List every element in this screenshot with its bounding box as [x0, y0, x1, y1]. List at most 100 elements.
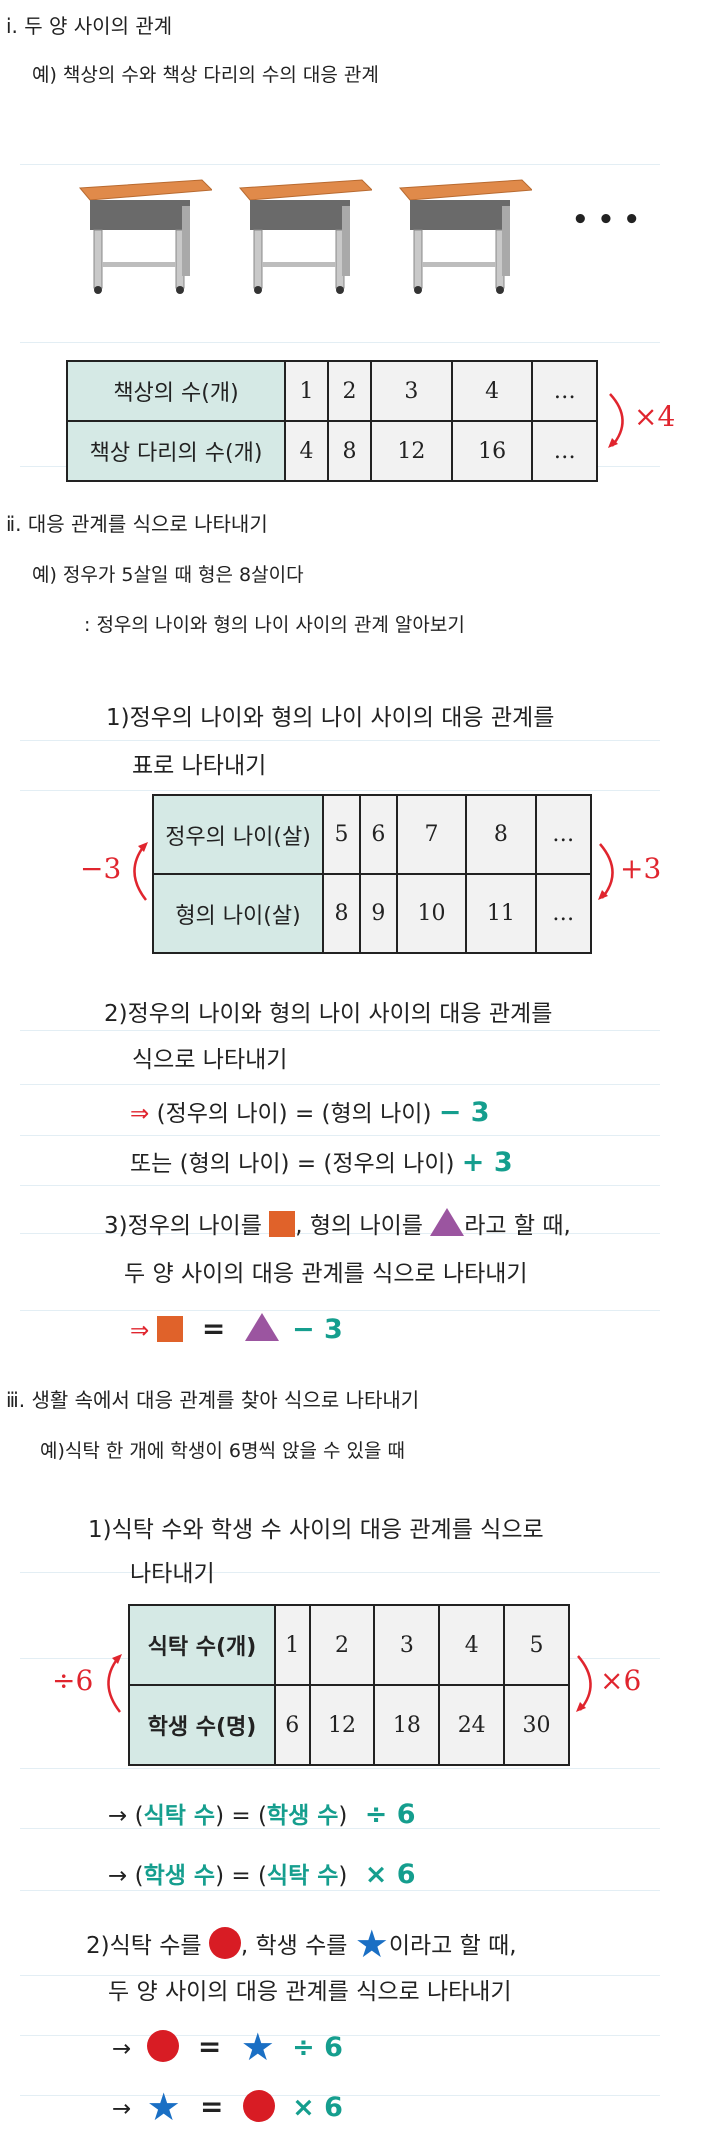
equation-1: ⇒ (정우의 나이) = (형의 나이) − 3 [130, 1094, 490, 1128]
term: 학생 수 [143, 1863, 216, 1889]
section-2-title: ⅱ. 대응 관계를 식으로 나타내기 [6, 512, 268, 536]
table-cell: 1 [283, 360, 330, 422]
age-table: 정우의 나이(살) 5 6 7 8 … 형의 나이(살) 8 9 10 11 … [152, 794, 592, 954]
section-3-title: ⅲ. 생활 속에서 대응 관계를 찾아 식으로 나타내기 [6, 1388, 420, 1412]
table-cell: 4 [438, 1604, 506, 1686]
table-cell: 11 [465, 873, 537, 954]
arrow-symbol: → [108, 1803, 128, 1829]
section-1-example: 예) 책상의 수와 책상 다리의 수의 대응 관계 [32, 64, 379, 86]
ruled-line [20, 1975, 660, 1976]
implies-arrow: ⇒ [130, 1101, 150, 1127]
ruled-line [20, 2035, 660, 2036]
implies-arrow: ⇒ [130, 1318, 150, 1344]
table-row-header: 책상 다리의 수(개) [66, 420, 286, 482]
term: 학생 수 [266, 1803, 339, 1829]
ruled-line [20, 1185, 660, 1186]
table-cell: 8 [327, 420, 373, 482]
arrow-symbol: → [112, 2096, 132, 2122]
table-cell: 3 [370, 360, 453, 422]
purple-triangle-icon [244, 1313, 279, 1341]
paren: ) [338, 1803, 348, 1829]
section-2-subtitle: : 정우의 나이와 형의 나이 사이의 관계 알아보기 [84, 614, 465, 636]
table-cell: 3 [373, 1604, 441, 1686]
ruled-line [20, 740, 660, 741]
equals-sign: = [201, 1312, 226, 1345]
step-1-line-2: 나타내기 [130, 1561, 215, 1587]
equation-operator: × 6 [364, 1859, 416, 1890]
table-cell: 6 [274, 1684, 311, 1766]
table-row-header: 학생 수(명) [128, 1684, 276, 1766]
step-1-line-1: 1)정우의 나이와 형의 나이 사이의 대응 관계를 [106, 705, 555, 731]
plus-label: +3 [620, 852, 662, 885]
term: 식탁 수 [266, 1863, 339, 1889]
table-cell: 4 [450, 360, 534, 422]
table-cell: 8 [465, 794, 537, 875]
paren: ) = ( [215, 1863, 267, 1889]
table-cell: 24 [438, 1684, 506, 1766]
red-circle-icon [208, 1927, 241, 1959]
equation-operator: − 3 [292, 1314, 343, 1345]
table-cell: 12 [370, 420, 453, 482]
table-cell: … [531, 420, 598, 482]
table-row-header: 정우의 나이(살) [152, 794, 324, 875]
table-cell: 5 [503, 1604, 570, 1686]
ruled-line [20, 1233, 660, 1234]
equation-operator: − 3 [438, 1097, 490, 1128]
step-2-text: 2)식탁 수를 [86, 1933, 202, 1959]
step-2-text: , 학생 수를 [240, 1933, 348, 1959]
paren: ( [134, 1863, 144, 1889]
table-cell: … [534, 794, 592, 875]
ruled-line [20, 790, 660, 791]
table-row-header: 책상의 수(개) [66, 360, 286, 422]
ruled-line [20, 164, 660, 165]
step-3-text: 3)정우의 나이를 [104, 1213, 262, 1239]
purple-triangle-icon [430, 1208, 465, 1236]
desk-legs-table: 책상의 수(개) 1 2 3 4 … 책상 다리의 수(개) 4 8 12 16… [66, 360, 598, 482]
equation-a: → (식탁 수) = (학생 수) ÷ 6 [108, 1796, 416, 1830]
table-cell: 7 [395, 794, 468, 875]
equation-2: 또는 (형의 나이) = (정우의 나이) + 3 [130, 1144, 513, 1178]
equation-d: → ★ = × 6 [112, 2088, 343, 2126]
step-1-line-2: 표로 나타내기 [132, 753, 267, 779]
table-student-table: 식탁 수(개) 1 2 3 4 5 학생 수(명) 6 12 18 24 30 [128, 1604, 570, 1766]
minus-label: −3 [80, 852, 122, 885]
equals-sign: = [197, 2030, 222, 2063]
paren: ) = ( [215, 1803, 267, 1829]
table-cell: 1 [274, 1604, 311, 1686]
red-circle-icon [242, 2090, 275, 2122]
section-2-example: 예) 정우가 5살일 때 형은 8살이다 [32, 564, 304, 586]
table-cell: 8 [322, 873, 361, 954]
equation-c: → = ★ ÷ 6 [112, 2025, 343, 2069]
equation-b: → (학생 수) = (식탁 수) × 6 [108, 1856, 416, 1890]
ellipsis-dots: • • • [572, 205, 640, 235]
multiplier-label: ×6 [600, 1664, 642, 1697]
ruled-line [20, 1572, 660, 1573]
equals-sign: = [199, 2090, 224, 2123]
equation-operator: × 6 [292, 2092, 343, 2123]
ruled-line [20, 1768, 660, 1769]
orange-square-icon [156, 1316, 183, 1342]
curved-arrow-right-icon [598, 843, 614, 900]
equation-text: (정우의 나이) = (형의 나이) [156, 1101, 432, 1127]
section-3-example: 예)식탁 한 개에 학생이 6명씩 앉을 수 있을 때 [40, 1440, 405, 1462]
step-3-text: , 형의 나이를 [295, 1213, 423, 1239]
blue-star-icon: ★ [240, 2025, 275, 2069]
multiplier-label: ×4 [634, 400, 676, 433]
paren: ) [338, 1863, 348, 1889]
table-cell: 4 [283, 420, 330, 482]
arrow-symbol: → [112, 2036, 132, 2062]
section-1-title: ⅰ. 두 양 사이의 관계 [6, 14, 173, 38]
step-2-line-2: 두 양 사이의 대응 관계를 식으로 나타내기 [108, 1979, 512, 2005]
red-circle-icon [146, 2030, 179, 2062]
step-2-text: 이라고 할 때, [388, 1933, 517, 1959]
table-row-header: 식탁 수(개) [128, 1604, 276, 1686]
table-cell: 16 [450, 420, 534, 482]
step-3-text: 라고 할 때, [464, 1213, 571, 1239]
equation-operator: ÷ 6 [364, 1799, 416, 1830]
step-2-line-1: 2)식탁 수를 , 학생 수를 ★이라고 할 때, [86, 1925, 517, 1963]
equation-3: ⇒ = − 3 [130, 1312, 343, 1345]
curved-arrow-left-icon [133, 842, 148, 901]
ruled-line [20, 342, 660, 343]
ruled-line [20, 1135, 660, 1136]
table-cell: 10 [395, 873, 468, 954]
